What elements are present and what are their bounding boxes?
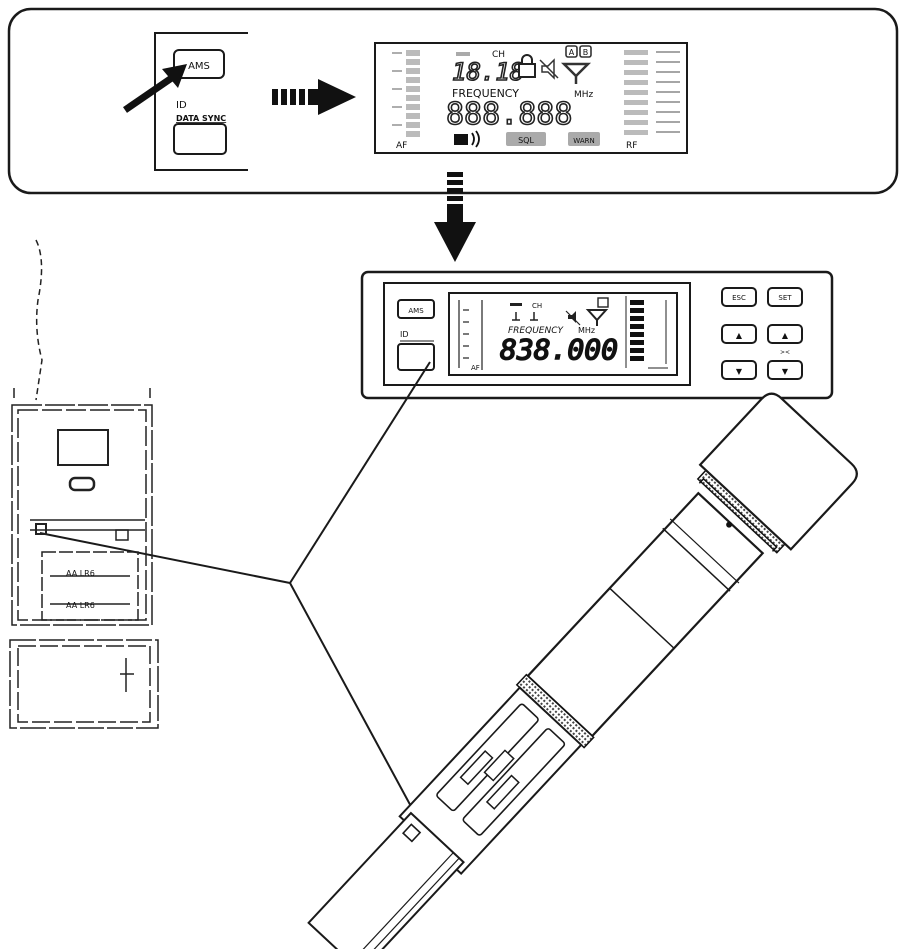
- receiver-ams-label: AMS: [408, 307, 424, 315]
- bodypack-antenna: [35, 239, 43, 401]
- status-label-1: SQL: [518, 136, 534, 145]
- receiver-id-label: ID: [400, 330, 409, 339]
- ab-diversity-icon: A B: [565, 45, 592, 58]
- nav-button-up-left[interactable]: ▲: [721, 324, 757, 344]
- nav-button-down-right-label: ▼: [782, 367, 789, 376]
- press-arrow-icon: [123, 64, 187, 113]
- dashed-down-arrow-icon: [434, 172, 476, 262]
- frequency-label: FREQUENCY: [452, 87, 519, 100]
- nav-button-esc[interactable]: ESC: [721, 287, 757, 307]
- mhz-label: MHz: [574, 90, 594, 100]
- receiver-data-sync-button[interactable]: [397, 343, 435, 371]
- mic-id-button[interactable]: [401, 823, 422, 843]
- channel-digits: 18.18: [452, 58, 524, 86]
- bodypack-sensor-window: [115, 529, 129, 541]
- receiver-ams-button[interactable]: AMS: [397, 299, 435, 319]
- small-frequency-digits: 838.000: [500, 333, 618, 366]
- af-label: AF: [396, 141, 407, 151]
- antenna-icon: [560, 62, 592, 84]
- ams-button[interactable]: AMS: [173, 49, 225, 79]
- connector-lines: [39, 361, 447, 872]
- af-meter: AF: [392, 50, 420, 151]
- small-mute-icon: [565, 310, 581, 326]
- mic-head: [698, 392, 858, 551]
- battery-label-1: AA LR6: [66, 569, 95, 578]
- small-ch-label: CH: [532, 302, 542, 310]
- bodypack-display-window: [57, 429, 109, 466]
- rf-label: RF: [626, 141, 637, 151]
- frequency-digits: 888.888: [446, 97, 572, 132]
- mic-slide-cover: [307, 811, 465, 949]
- battery-label-2: AA LR6: [66, 601, 95, 610]
- receiver-unit: AMS ID AF CH: [360, 270, 834, 400]
- bodypack-switch[interactable]: [68, 476, 96, 492]
- data-sync-label: DATA SYNC: [176, 114, 226, 123]
- nav-button-set-label: SET: [778, 294, 792, 302]
- rf-meter: RF: [624, 50, 680, 151]
- sql-badge: [506, 132, 546, 146]
- nav-button-esc-label: ESC: [732, 294, 746, 302]
- nav-button-down-right[interactable]: ▼: [767, 360, 803, 380]
- nav-button-up-right-label: ▲: [782, 331, 789, 340]
- dashed-right-arrow-icon: [272, 79, 356, 115]
- ab-label-a: A: [569, 48, 575, 57]
- mute-speaker-icon: [539, 58, 559, 80]
- id-label: ID: [176, 100, 187, 111]
- small-af-label: AF: [471, 364, 480, 372]
- ab-label-b: B: [583, 48, 589, 57]
- ch-label: CH: [492, 50, 505, 60]
- nav-button-down-left-label: ▼: [736, 367, 743, 376]
- nav-button-up-right[interactable]: ▲: [767, 324, 803, 344]
- small-antenna-icon: [585, 309, 609, 326]
- data-sync-button[interactable]: [173, 123, 227, 155]
- lcd-display-large: AF CH 18.18 A B FREQUENCY MHz 888.888: [374, 42, 688, 154]
- nav-button-up-left-label: ▲: [736, 331, 743, 340]
- lcd-display-small: AF CH FREQUENCY MHz 838.000: [448, 292, 678, 376]
- nav-button-set[interactable]: SET: [767, 287, 803, 307]
- transmitter-battery-icon: [454, 130, 480, 148]
- status-label-2: WARN: [573, 137, 594, 145]
- ams-button-label: AMS: [188, 61, 210, 72]
- small-ab-icon: [597, 297, 609, 308]
- handheld-microphone: [307, 392, 858, 949]
- bodypack-id-button[interactable]: [35, 523, 47, 535]
- small-mhz-label: MHz: [578, 326, 595, 335]
- small-frequency-label: FREQUENCY: [508, 326, 564, 336]
- lock-icon: [518, 54, 536, 78]
- nav-small-mark: ><: [780, 349, 790, 356]
- nav-button-down-left[interactable]: ▼: [721, 360, 757, 380]
- bodypack-transmitter: [9, 239, 159, 729]
- warn-badge: [568, 132, 600, 146]
- receiver-face-fragment: [154, 32, 248, 171]
